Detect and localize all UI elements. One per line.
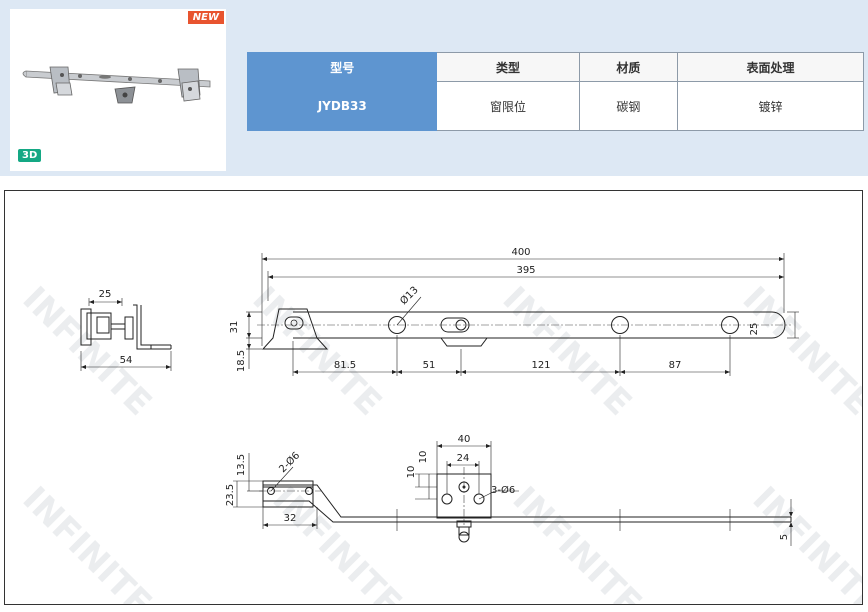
end-width-dim: 32: [284, 513, 297, 524]
svg-text:INFINITE: INFINITE: [265, 479, 410, 604]
bracket-h2-dim: 10: [418, 451, 429, 464]
thickness-dim: 5: [779, 534, 790, 540]
bar-width-dim: 25: [749, 323, 760, 336]
side-length-dim: 54: [120, 355, 133, 366]
side-view: 25 54: [80, 289, 172, 371]
cell-type: 窗限位: [436, 81, 580, 131]
bracket-h1-dim: 10: [406, 466, 417, 479]
top-view: 400 395 Ø13: [229, 247, 799, 376]
cell-finish: 镀锌: [677, 81, 864, 131]
svg-text:INFINITE: INFINITE: [15, 279, 160, 424]
new-badge: NEW: [187, 11, 224, 24]
product-photo: NEW 3D: [10, 9, 226, 171]
spacing-dim-1: 81.5: [334, 360, 356, 371]
hole-span-dim: 395: [516, 265, 535, 276]
spec-table-header-row: 型号 类型 材质 表面处理: [246, 52, 864, 82]
product-header-panel: NEW 3D 型号 类型 材质 表面处理: [0, 0, 868, 176]
side-width-dim: 25: [99, 289, 112, 300]
drawing-canvas: INFINITE INFINITE INFINITE INFINITE INFI…: [15, 191, 862, 604]
header-finish: 表面处理: [677, 52, 864, 82]
svg-text:INFINITE: INFINITE: [245, 279, 390, 424]
svg-text:INFINITE: INFINITE: [745, 479, 862, 604]
svg-text:INFINITE: INFINITE: [735, 279, 862, 424]
cell-material: 碳钢: [578, 81, 679, 131]
svg-text:INFINITE: INFINITE: [15, 479, 160, 604]
base-dim: 18.5: [236, 350, 247, 372]
header-material: 材质: [578, 52, 679, 82]
height-dim: 31: [229, 321, 240, 334]
product-render-image: [22, 66, 211, 104]
header-model: 型号: [246, 52, 438, 82]
watermark: INFINITE INFINITE INFINITE INFINITE INFI…: [15, 191, 862, 604]
end-h1-dim: 13.5: [236, 454, 247, 476]
technical-drawing: INFINITE INFINITE INFINITE INFINITE INFI…: [4, 190, 863, 605]
end-h2-dim: 23.5: [225, 484, 236, 506]
spacing-dim-2: 51: [423, 360, 436, 371]
cell-model: JYDB33: [246, 81, 438, 131]
spec-table: 型号 类型 材质 表面处理 JYDB33 窗限位 碳钢 镀锌: [246, 52, 864, 131]
svg-text:INFINITE: INFINITE: [25, 191, 170, 194]
spacing-dim-4: 87: [669, 360, 682, 371]
3d-badge: 3D: [18, 149, 42, 162]
bracket-holes-dim: 3-Ø6: [491, 484, 515, 496]
hole-dia-dim: Ø13: [398, 284, 421, 307]
svg-text:INFINITE: INFINITE: [495, 279, 640, 424]
spacing-dim-3: 121: [531, 360, 550, 371]
header-type: 类型: [436, 52, 580, 82]
overall-length-dim: 400: [511, 247, 530, 258]
svg-text:INFINITE: INFINITE: [505, 479, 650, 604]
spec-table-row: JYDB33 窗限位 碳钢 镀锌: [246, 81, 864, 131]
bracket-width-dim: 40: [458, 434, 471, 445]
front-view: 40 24 10 10 3-Ø6 23.5 13: [225, 434, 793, 546]
bracket-hole-spacing-dim: 24: [457, 453, 470, 464]
